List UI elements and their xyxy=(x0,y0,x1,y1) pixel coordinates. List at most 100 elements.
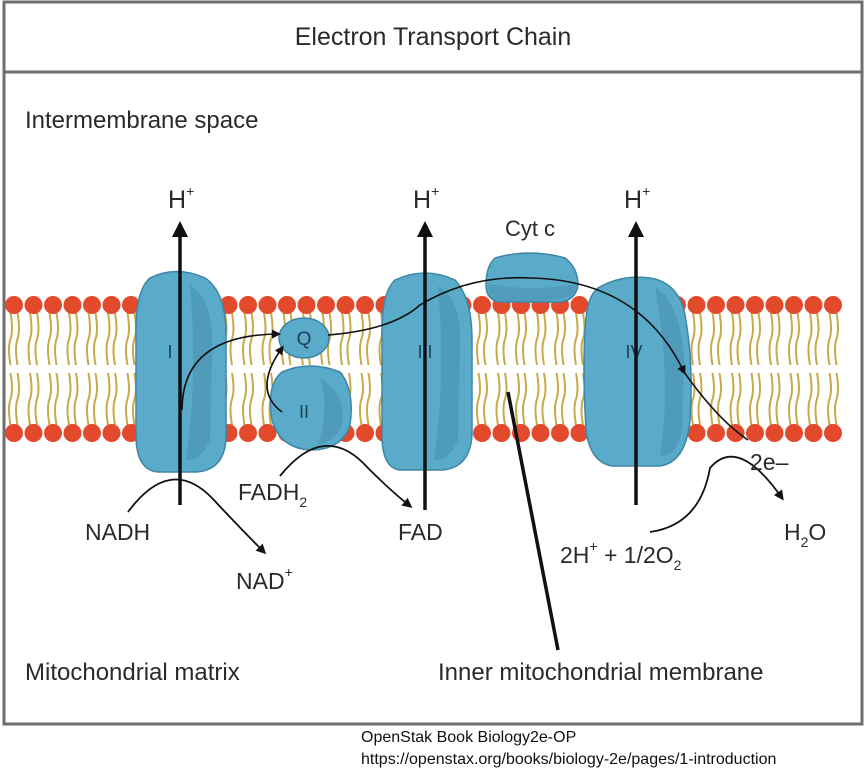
lipid-tail xyxy=(834,372,839,426)
cytc-label: Cyt c xyxy=(505,216,555,241)
lipid-tail xyxy=(534,312,540,366)
lipid-tail xyxy=(788,372,793,426)
lipid-tail xyxy=(827,312,832,366)
lipid-tail xyxy=(249,372,254,426)
mitochondrial-matrix-label: Mitochondrial matrix xyxy=(25,659,240,686)
lipid-tail xyxy=(73,312,79,366)
phospholipid-head xyxy=(5,424,23,442)
lipid-tail xyxy=(249,312,254,366)
water-label: H2O xyxy=(784,519,826,550)
lipid-tail xyxy=(476,372,481,426)
lipid-tail xyxy=(105,372,111,426)
lipid-tail xyxy=(554,372,559,426)
lipid-tail xyxy=(125,372,130,426)
phospholipid-head xyxy=(239,424,257,442)
phospholipid-head xyxy=(83,296,101,314)
phospholipid-head xyxy=(102,424,121,442)
phospholipid-head xyxy=(44,296,62,314)
phospholipid-head xyxy=(707,296,725,314)
lipid-tail xyxy=(795,312,800,366)
lipid-tail xyxy=(495,372,501,426)
phospholipid-head xyxy=(63,424,82,442)
lipid-tail xyxy=(717,372,722,426)
lipid-tail xyxy=(561,312,566,366)
lipid-tail xyxy=(580,312,586,366)
electron-path-q-to-iv xyxy=(327,276,686,375)
lipid-tail xyxy=(534,372,540,426)
lipid-tail xyxy=(502,372,508,426)
lipid-tail xyxy=(690,372,696,426)
lipid-tail xyxy=(573,312,579,366)
phospholipid-head xyxy=(44,424,62,442)
phospholipid-head xyxy=(687,296,706,314)
phospholipid-head xyxy=(297,296,316,314)
lipid-tail xyxy=(366,372,371,426)
lipid-tail xyxy=(697,312,703,366)
phospholipid-head xyxy=(473,296,491,314)
lipid-tail xyxy=(756,312,761,366)
lipid-tail xyxy=(483,372,488,426)
phospholipid-head xyxy=(746,424,764,442)
lipid-tail xyxy=(522,312,527,366)
lipid-tail xyxy=(495,312,501,366)
complex-iv-label: IV xyxy=(625,342,642,362)
lipid-tail xyxy=(561,372,566,426)
lipid-tail xyxy=(15,372,20,426)
lipid-tail xyxy=(66,312,72,366)
lipid-tail xyxy=(768,312,774,366)
q-label: Q xyxy=(297,329,312,350)
nadh-label: NADH xyxy=(85,519,150,545)
lipid-tail xyxy=(554,312,559,366)
nad-label: NAD+ xyxy=(236,564,293,594)
lipid-tail xyxy=(827,372,832,426)
phospholipid-head xyxy=(102,296,121,314)
fad-label: FAD xyxy=(398,519,443,545)
phospholipid-head xyxy=(785,424,803,442)
phospholipid-head xyxy=(122,296,140,314)
lipid-tail xyxy=(690,312,696,366)
lipid-tail xyxy=(788,312,793,366)
lipid-tail xyxy=(717,312,722,366)
lipid-tail xyxy=(54,312,59,366)
phospholipid-head xyxy=(726,424,745,442)
complex-i-label: I xyxy=(167,342,172,362)
phospholipid-head xyxy=(570,424,589,442)
lipid-tail xyxy=(729,312,735,366)
lipid-tail xyxy=(515,372,520,426)
phospholipid-head xyxy=(804,424,823,442)
lipid-tail xyxy=(749,372,754,426)
lipid-tail xyxy=(112,372,118,426)
intermembrane-space-label: Intermembrane space xyxy=(25,107,258,134)
lipid-tail xyxy=(359,312,364,366)
lipid-tail xyxy=(483,312,488,366)
lipid-tail xyxy=(229,372,235,426)
lipid-tail xyxy=(66,372,72,426)
membrane-pointer-line xyxy=(506,391,560,651)
lipid-tail xyxy=(736,372,742,426)
lipid-tail xyxy=(476,312,481,366)
diagram-title: Electron Transport Chain xyxy=(295,23,572,51)
phospholipid-head xyxy=(24,296,43,314)
lipid-tail xyxy=(515,312,520,366)
lipid-tail xyxy=(242,372,247,426)
lipid-tail xyxy=(47,312,52,366)
proton-label-i: H+ xyxy=(168,183,194,214)
phospholipid-head xyxy=(551,424,569,442)
lipid-tail xyxy=(573,372,579,426)
phospholipid-head xyxy=(687,424,706,442)
phospholipid-head xyxy=(570,296,589,314)
lipid-tail xyxy=(729,372,735,426)
lipid-tail xyxy=(795,372,800,426)
lipid-tail xyxy=(8,372,13,426)
phospholipid-head xyxy=(317,296,335,314)
proton-label-iii: H+ xyxy=(413,183,439,214)
phospholipid-head xyxy=(804,296,823,314)
electron-path-iv-to-water xyxy=(683,371,749,441)
phospholipid-head xyxy=(258,296,277,314)
phospholipid-head xyxy=(278,296,296,314)
lipid-tail xyxy=(105,312,111,366)
phospholipid-head xyxy=(492,424,511,442)
electron-path-ii-to-q xyxy=(266,345,284,413)
lipid-tail xyxy=(229,312,235,366)
